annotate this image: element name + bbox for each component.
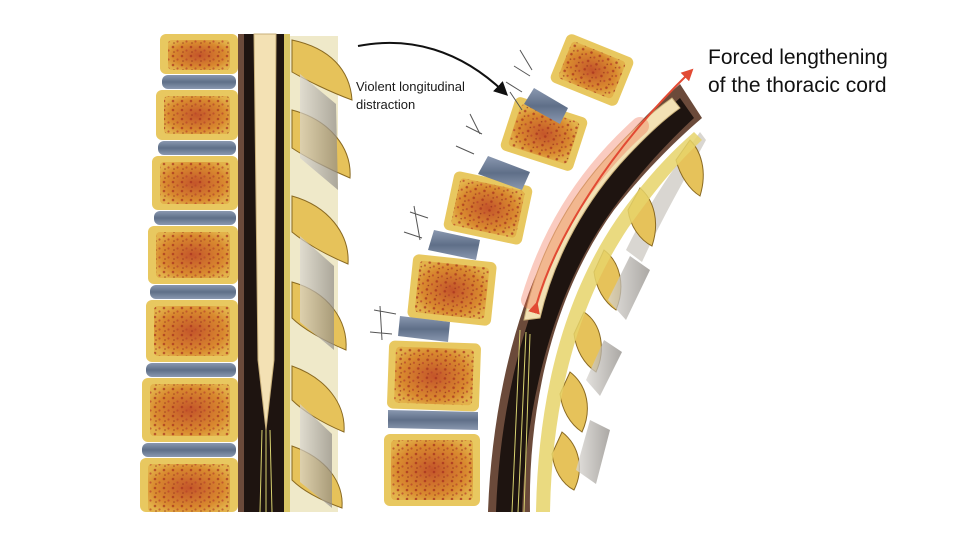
forced-lengthening-label: Forced lengthening of the thoracic cord: [708, 44, 888, 100]
distraction-gap-markers: [369, 49, 533, 341]
normal-vertebral-bodies: [140, 34, 238, 512]
forced-label-line1: Forced lengthening: [708, 46, 888, 69]
distracted-vertebral-bodies: [384, 34, 634, 506]
distraction-label: Violent longitudinal distraction: [356, 78, 465, 114]
lengthening-arrow: [528, 68, 694, 315]
forced-label-line2: of the thoracic cord: [708, 74, 887, 97]
normal-spine: [140, 33, 353, 513]
normal-intervertebral-discs: [142, 75, 236, 457]
distraction-arrow: [357, 41, 509, 96]
normal-spinal-canal: [238, 33, 290, 513]
normal-spinal-cord: [253, 33, 277, 431]
distraction-label-line1: Violent longitudinal: [356, 79, 465, 94]
normal-posterior-elements: [286, 36, 353, 512]
distraction-label-line2: distraction: [356, 97, 416, 112]
